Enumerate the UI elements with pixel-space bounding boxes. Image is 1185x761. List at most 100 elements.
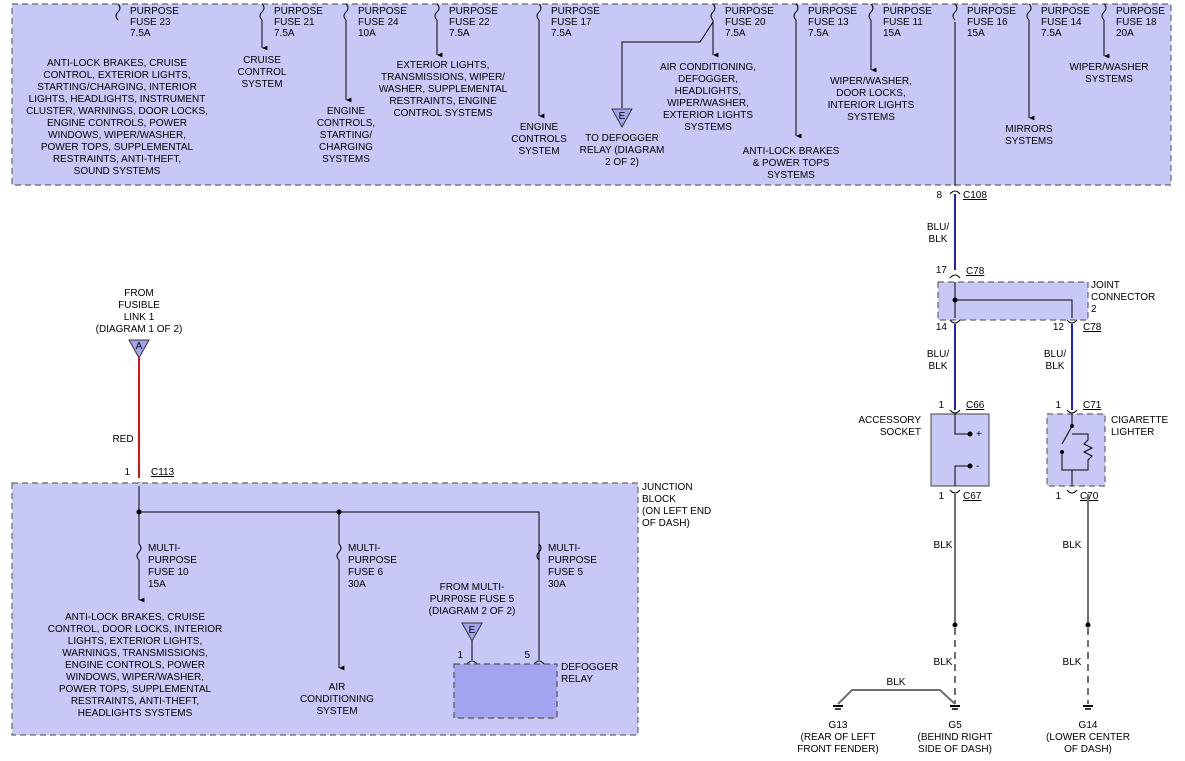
text-line: 7.5A (449, 28, 470, 39)
text-line: FUSE 6 (348, 567, 383, 578)
text-line: RESTRAINTS, ANTI-THEFT, (53, 154, 181, 165)
text-line: CONDITIONING (300, 694, 374, 705)
defogger-relay-box (453, 663, 558, 719)
text-line: CONTROL (238, 67, 287, 78)
socket-minus-terminal (967, 463, 973, 469)
text-line: BLU/ (927, 349, 949, 360)
text-line: SOUND SYSTEMS (74, 166, 161, 177)
text-line: 15A (967, 28, 985, 39)
text-line: SYSTEMS (1085, 74, 1133, 85)
text-line: (DIAGRAM 1 OF 2) (96, 324, 183, 335)
connector-e-top-letter: E (619, 111, 626, 122)
c71-connector (1066, 409, 1078, 414)
ground-id: G5 (948, 720, 962, 731)
text-line: MULTI- (548, 543, 581, 554)
relay-pin5-connector (533, 660, 545, 665)
c67-pin: 1 (938, 491, 944, 502)
fuse-icon (868, 3, 874, 21)
text-line: ENGINE (327, 106, 366, 117)
fuse-icon (136, 543, 142, 561)
text-line: PURPOSE (1116, 6, 1165, 17)
text-line: JUNCTION (642, 482, 693, 493)
fuse-icon (536, 3, 542, 21)
text-line: PURPOSE (449, 6, 498, 17)
wire-color-blk-1: BLK (934, 540, 953, 551)
text-line: (DIAGRAM 2 OF 2) (429, 606, 516, 617)
text-line: FUSE 14 (1041, 17, 1082, 28)
text-line: ANTI-LOCK BRAKES (743, 146, 840, 157)
text-line: PURPOSE (808, 6, 857, 17)
relay-pin5: 5 (524, 650, 530, 661)
text-line: WINDOWS, WIPER/WASHER, (48, 130, 186, 141)
text-line: STARTING/CHARGING, INTERIOR (37, 82, 197, 93)
text-line: SOCKET (880, 427, 921, 438)
fuse-icon (336, 543, 342, 561)
fuse-icon (343, 3, 349, 21)
text-line: TRANSMISSIONS, WIPER/ (381, 72, 505, 83)
text-line: FUSE 23 (130, 17, 171, 28)
text-line: EXTERIOR LIGHTS, (397, 60, 490, 71)
relay-pin1: 1 (457, 650, 463, 661)
text-line: CONTROL, DOOR LOCKS, INTERIOR (48, 624, 222, 635)
fuse-icon (793, 3, 799, 21)
socket-plus-sign: + (976, 429, 982, 440)
text-line: PURPOSE (548, 555, 597, 566)
text-line: 7.5A (725, 28, 746, 39)
text-line: FUSE 21 (274, 17, 315, 28)
wire-color-blk-3: BLK (934, 657, 953, 668)
text-line: FUSE 20 (725, 17, 766, 28)
fuse-icon (952, 3, 958, 21)
fuse-icon (536, 543, 542, 561)
text-line: BLK (929, 361, 948, 372)
text-line: OF DASH) (642, 518, 690, 529)
text-line: 7.5A (1041, 28, 1062, 39)
lighter-heating-element (1072, 433, 1094, 471)
c78-right-pin: 12 (1053, 322, 1065, 333)
text-line: CONTROLS (511, 134, 567, 145)
text-line: CONTROLS, (317, 118, 375, 129)
socket-minus-sign: - (976, 461, 979, 472)
text-line: SYSTEM (241, 79, 282, 90)
socket-minus-lead (954, 465, 970, 486)
text-line: BLK (1046, 361, 1065, 372)
c71-pin: 1 (1055, 400, 1061, 411)
lighter-element-lead (1061, 452, 1073, 486)
text-line: & POWER TOPS (753, 158, 830, 169)
text-line: RELAY (DIAGRAM (580, 145, 665, 156)
c66-connector (949, 409, 961, 414)
c108-connector (949, 190, 961, 195)
c78-in-label: C78 (966, 266, 985, 277)
c113-pin: 1 (124, 467, 130, 478)
connector-e-bottom-marker (461, 622, 483, 643)
text-line: CONTROL, EXTERIOR LIGHTS, (43, 70, 190, 81)
c78-right-connector (1066, 319, 1078, 324)
text-line: SYSTEMS (322, 154, 370, 165)
text-line: AIR (329, 682, 346, 693)
text-line: (LOWER CENTER (1046, 732, 1130, 743)
text-line: LIGHTER (1111, 427, 1154, 438)
text-line: CRUISE (243, 55, 281, 66)
text-line: BLU/ (927, 222, 949, 233)
text-line: DEFOGGER, (678, 74, 738, 85)
